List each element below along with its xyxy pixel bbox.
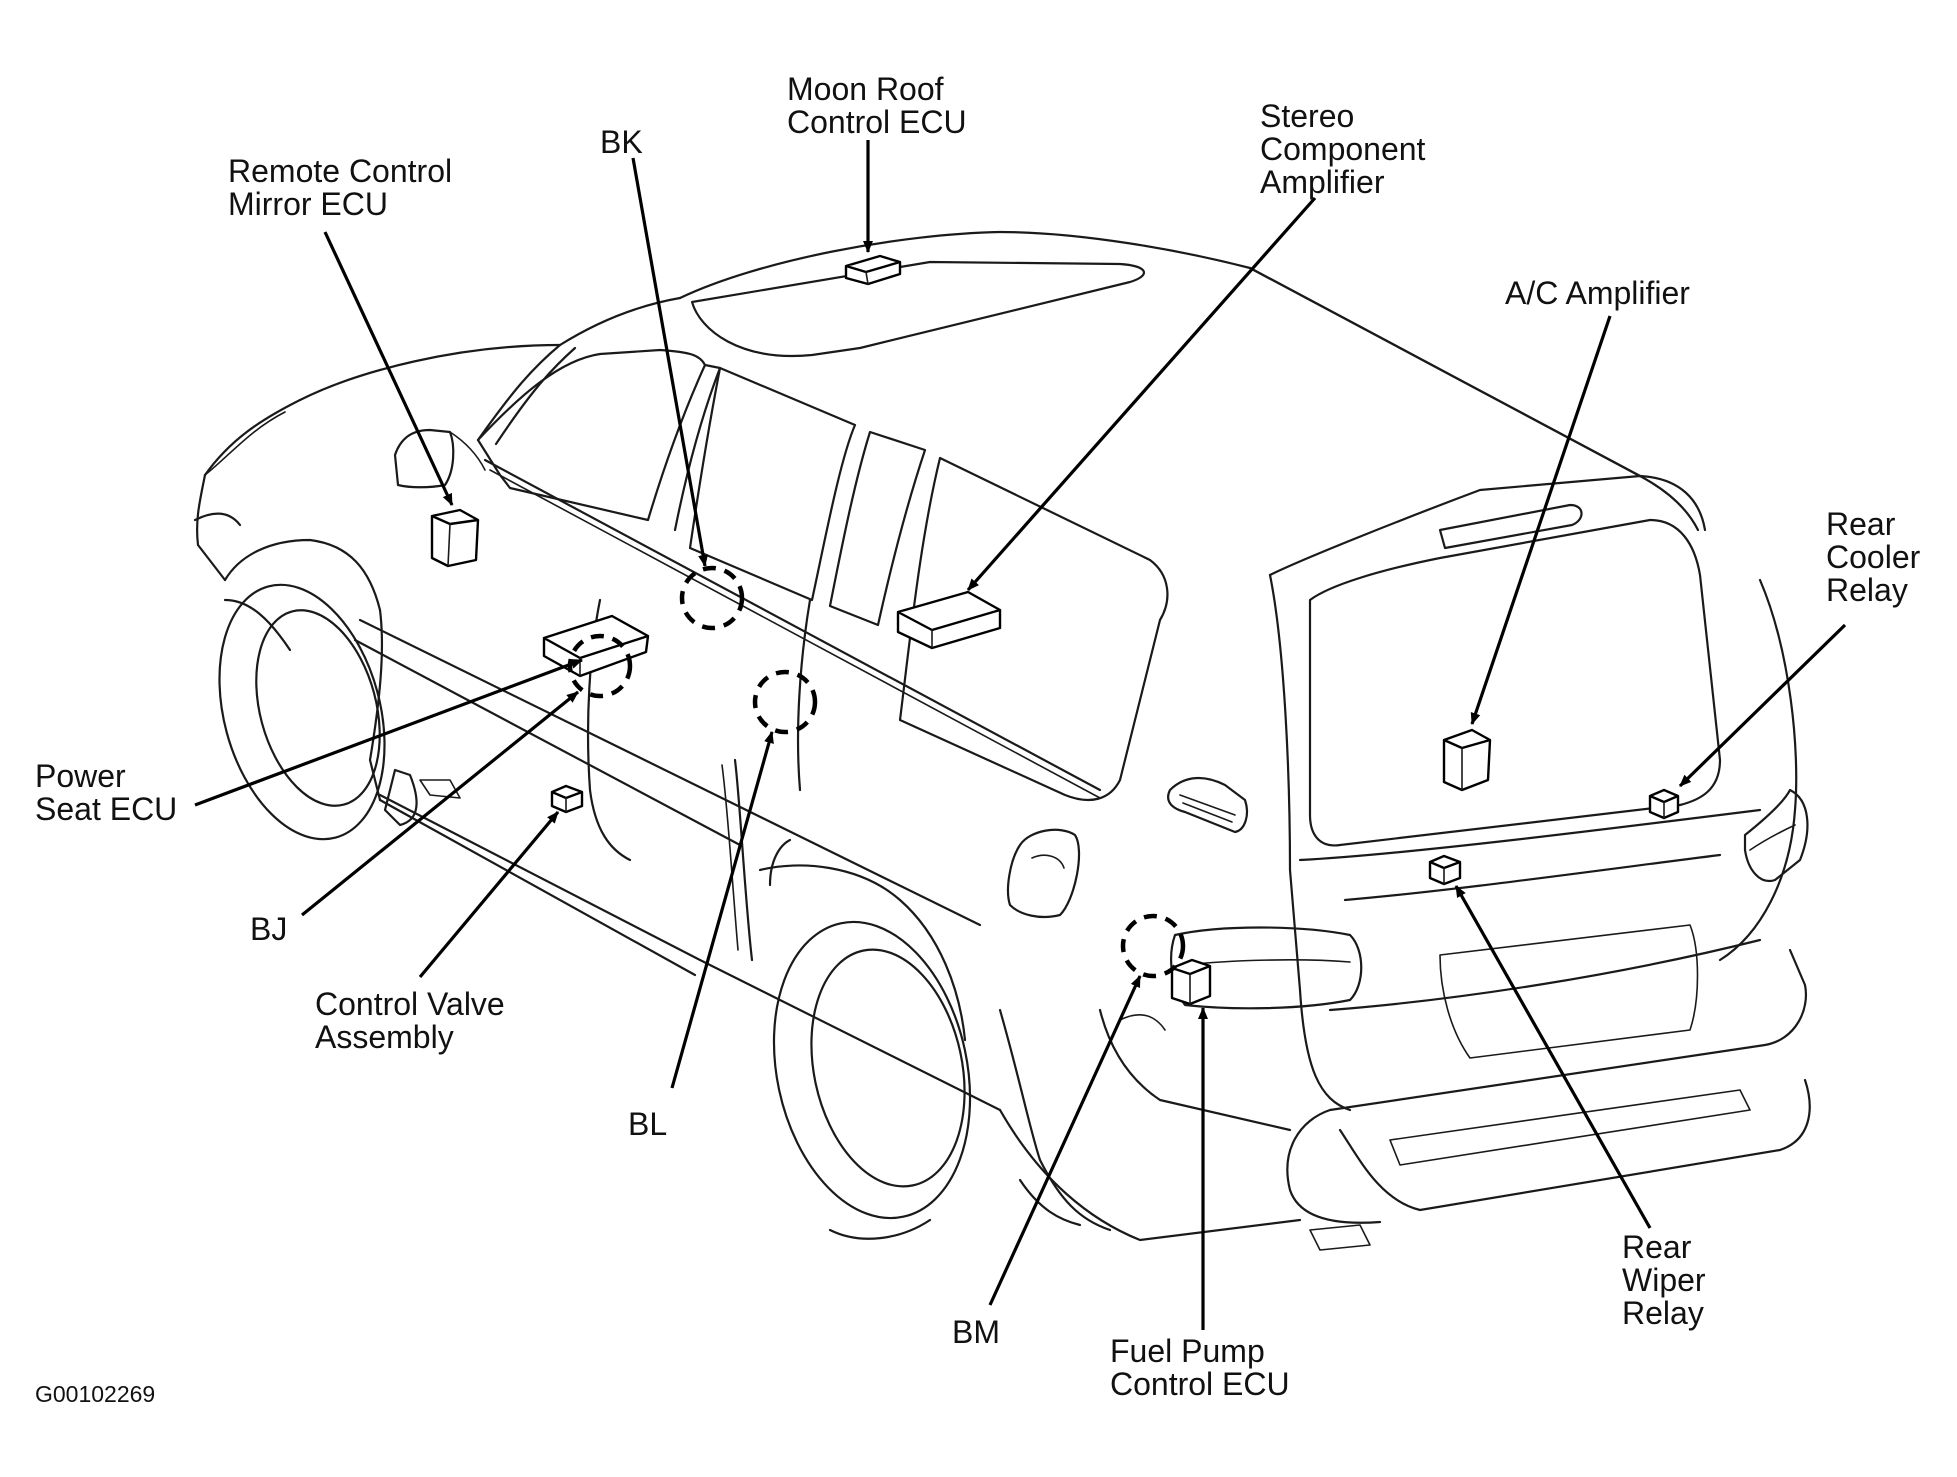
figure-id: G00102269 [35, 1381, 155, 1407]
fuel-pump-label: Fuel Pump Control ECU [1110, 1333, 1290, 1402]
bj-label: BJ [250, 911, 287, 947]
bk-label: BK [600, 124, 643, 160]
rear-wiper-relay-box [1428, 854, 1462, 886]
bl-connector-circle [752, 669, 818, 735]
rear-wiper-leader [1454, 885, 1652, 1229]
labels: Moon Roof Control ECU Remote Control Mir… [35, 71, 1929, 1407]
ac-amp-leader [1470, 315, 1612, 725]
remote-mirror-label: Remote Control Mirror ECU [228, 153, 461, 222]
bj-leader [300, 690, 580, 917]
bl-label: BL [628, 1106, 667, 1142]
control-valve-label: Control Valve Assembly [315, 986, 514, 1055]
rear-cooler-relay-box [1648, 788, 1680, 820]
power-seat-label: Power Seat ECU [35, 758, 177, 827]
bm-label: BM [952, 1314, 1000, 1350]
control-valve-leader [418, 810, 560, 979]
leader-lines [194, 140, 1847, 1330]
power-seat-leader [194, 658, 583, 807]
ac-amplifier-box [1442, 728, 1492, 792]
connector-circles [567, 565, 1186, 979]
fuel-pump-control-ecu-box [1170, 958, 1212, 1006]
rear-wiper-label: Rear Wiper Relay [1622, 1229, 1714, 1331]
bk-connector-circle [679, 565, 745, 631]
rear-cooler-label: Rear Cooler Relay [1826, 506, 1929, 608]
stereo-label: Stereo Component Amplifier [1260, 98, 1434, 200]
ac-amplifier-label: A/C Amplifier [1505, 275, 1690, 311]
bm-leader [988, 975, 1142, 1306]
components [430, 254, 1680, 1006]
control-valve-assembly-box [550, 784, 584, 814]
stereo-component-amplifier-box [896, 590, 1002, 650]
stereo-leader [966, 196, 1317, 592]
remote-mirror-leader [323, 231, 454, 506]
moon-roof-label: Moon Roof Control ECU [787, 71, 967, 140]
rear-cooler-leader [1678, 623, 1847, 788]
bm-connector-circle [1120, 913, 1186, 979]
moon-roof-control-ecu-box [844, 254, 902, 286]
bl-leader [670, 731, 774, 1089]
remote-control-mirror-ecu-box [430, 508, 480, 568]
vehicle-outline [193, 230, 1811, 1251]
bk-leader [631, 157, 709, 567]
